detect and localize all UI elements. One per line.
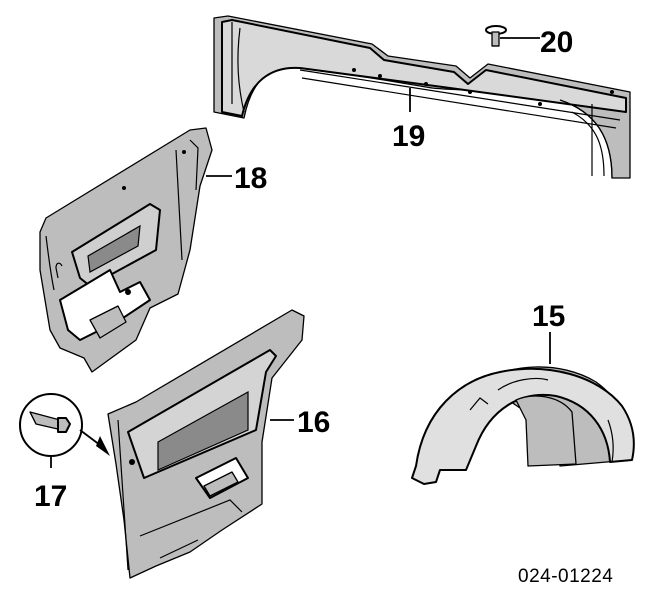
- leader-lines: [206, 37, 551, 421]
- callout-19: 19: [392, 120, 425, 153]
- part-15-wheelhouse-liner: [411, 366, 635, 485]
- part-19-wheelhouse-panel: [213, 15, 631, 179]
- figure-code: 024-01224: [518, 566, 613, 587]
- callout-16: 16: [297, 406, 330, 439]
- part-18-upper-trim-panel: [39, 127, 213, 373]
- part-16-lower-trim-panel: [107, 309, 305, 579]
- part-17-push-fastener: [19, 393, 110, 468]
- callout-20: 20: [540, 26, 573, 59]
- callout-18: 18: [234, 162, 267, 195]
- part-20-push-pin: [485, 25, 507, 47]
- callout-17: 17: [34, 480, 67, 513]
- callout-15: 15: [532, 300, 565, 333]
